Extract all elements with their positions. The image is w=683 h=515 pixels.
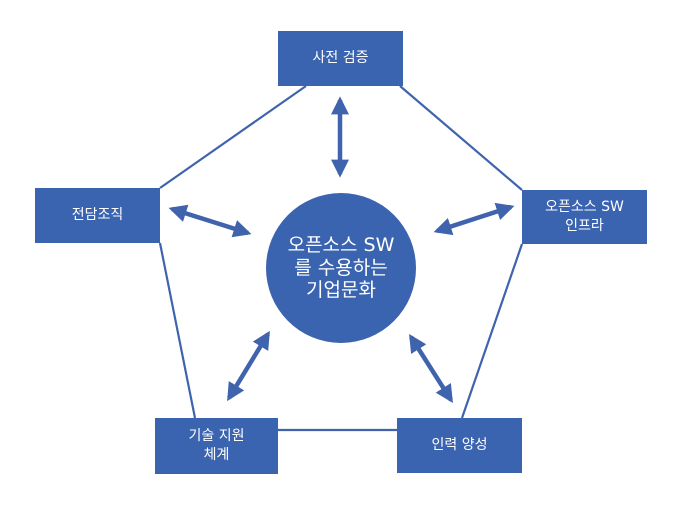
arrow-center-left xyxy=(168,204,252,238)
node-right: 오픈소스 SW 인프라 xyxy=(522,190,647,244)
node-left-label: 전담조직 xyxy=(71,207,124,224)
center-label: 오픈소스 SW 를 수용하는 기업문화 xyxy=(287,234,395,302)
node-left: 전담조직 xyxy=(35,188,160,243)
center-node: 오픈소스 SW 를 수용하는 기업문화 xyxy=(266,193,416,343)
edge-left-bottom-left xyxy=(158,242,197,419)
edge-top-left xyxy=(159,85,307,189)
node-bottom-right-label: 인력 양성 xyxy=(431,437,488,454)
node-bottom-right: 인력 양성 xyxy=(397,418,522,473)
node-top: 사전 검증 xyxy=(278,31,403,86)
arrow-center-bottom-left xyxy=(227,330,270,402)
node-right-label: 오픈소스 SW 인프라 xyxy=(545,199,624,234)
edge-right-bottom-right xyxy=(460,243,524,419)
edge-top-right xyxy=(399,85,523,191)
node-top-label: 사전 검증 xyxy=(312,50,369,67)
node-bottom-left-label: 기술 지원 체계 xyxy=(188,428,245,463)
arrow-center-right xyxy=(433,202,515,236)
node-bottom-left: 기술 지원 체계 xyxy=(155,418,278,474)
arrow-center-bottom-right xyxy=(409,333,453,404)
